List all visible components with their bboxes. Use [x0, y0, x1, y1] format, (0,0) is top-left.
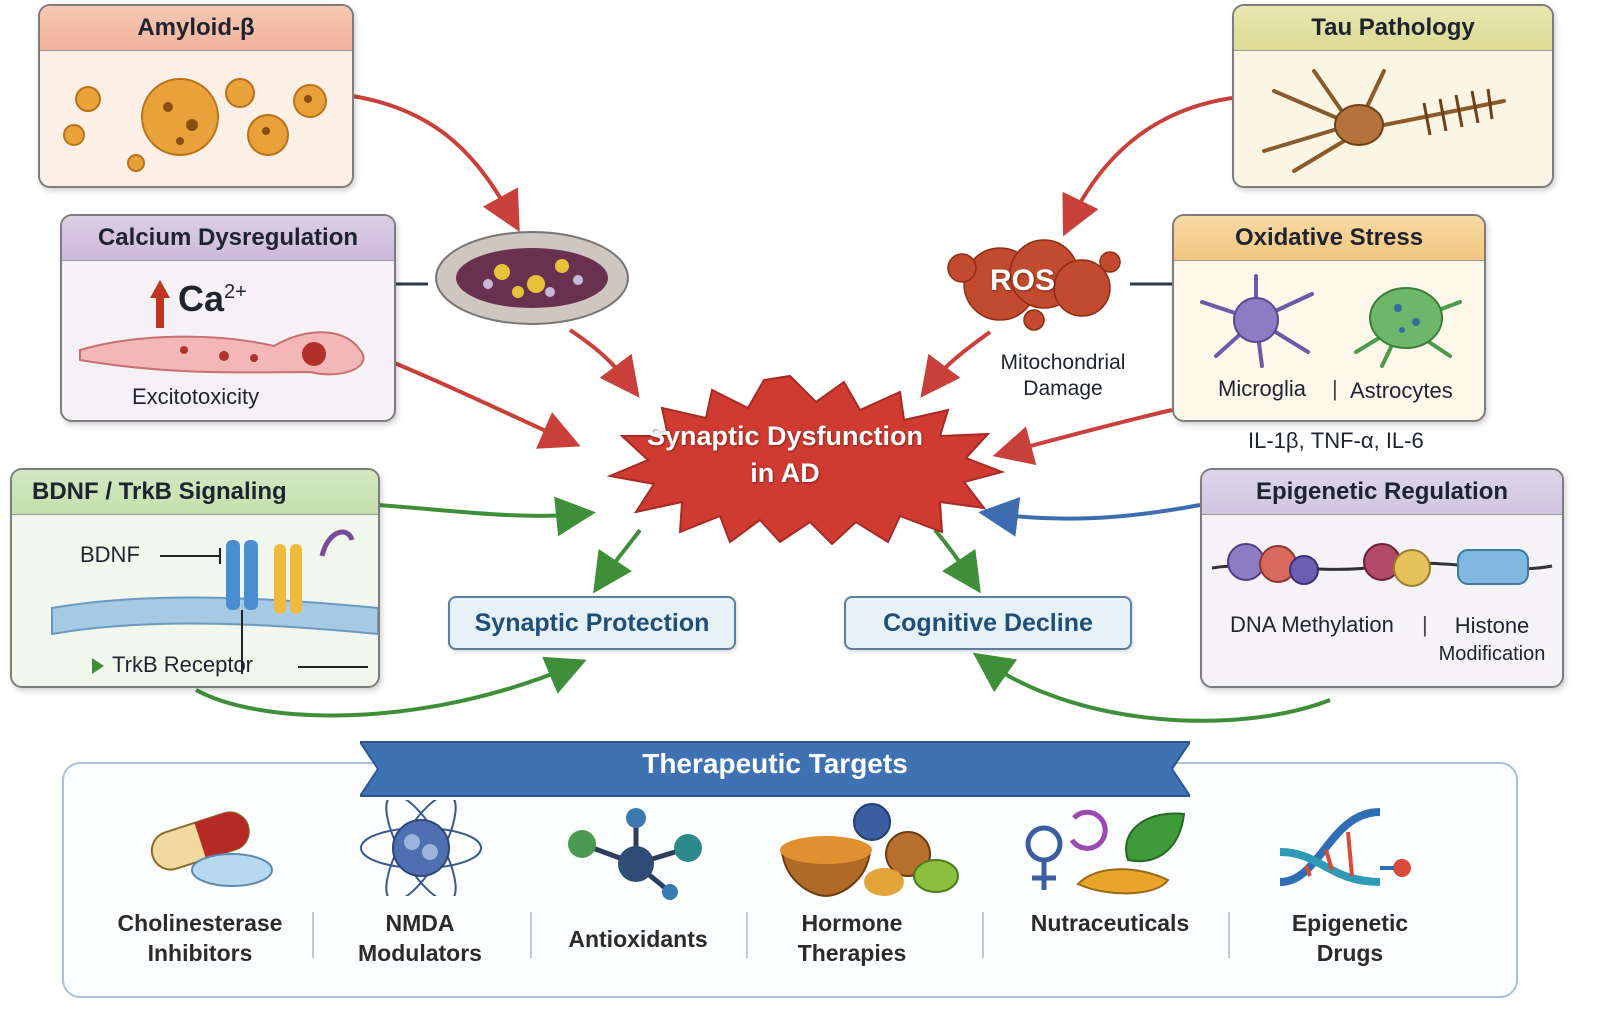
bdnf-card: BDNF / TrkB Signaling BDNF TrkB Receptor	[10, 468, 380, 688]
therapy-epigenetic-line2: Drugs	[1316, 940, 1384, 966]
up-arrow-icon	[150, 280, 170, 328]
astrocytes-label: Astrocytes	[1350, 378, 1453, 403]
ros-label: ROS	[990, 264, 1056, 297]
therapy-nmda-line1: NMDA	[385, 910, 455, 936]
tau-card: Tau Pathology	[1232, 4, 1554, 188]
therapeutic-banner	[360, 741, 1190, 797]
arrow-epigenetic-to-center	[978, 497, 1201, 537]
therapy-divider	[746, 912, 748, 958]
therapy-epigenetic-line1: Epigenetic	[1291, 910, 1409, 936]
pill-capsule-icon	[150, 811, 273, 887]
synaptic-protection-box: Synaptic Protection	[448, 596, 736, 650]
arrow-epigenetic-to-decline	[972, 652, 1331, 723]
play-marker-icon	[92, 658, 104, 674]
arrow-center-to-protection	[593, 528, 642, 594]
herbal-icon	[1025, 809, 1186, 895]
therapy-hormone-line2: Therapies	[797, 940, 907, 966]
therapy-nmda-line2: Modulators	[358, 940, 482, 966]
arrow-center-to-decline	[933, 528, 981, 594]
mito-label-line1: Mitochondrial	[1000, 351, 1126, 374]
therapeutic-banner-title: Therapeutic Targets	[642, 748, 908, 779]
therapy-divider	[530, 912, 532, 958]
epigenetic-card: Epigenetic Regulation DNA Methylation | …	[1200, 468, 1564, 688]
center-title-line1: Synaptic Dysfunction	[646, 421, 924, 451]
therapy-antioxidants: Antioxidants	[548, 924, 728, 954]
therapy-nmda: NMDA Modulators	[330, 908, 510, 968]
arrow-bdnf-to-center	[377, 496, 596, 537]
therapy-cholinesterase: Cholinesterase Inhibitors	[100, 908, 300, 968]
arrow-mito-to-center	[568, 328, 640, 398]
center-title: Synaptic Dysfunction in AD	[590, 418, 980, 492]
therapy-nutraceuticals: Nutraceuticals	[1010, 908, 1210, 938]
therapeutic-panel	[62, 762, 1518, 998]
therapy-hormone: Hormone Therapies	[762, 908, 942, 968]
calcium-card-title: Calcium Dysregulation	[62, 216, 394, 261]
amyloid-card-title: Amyloid-β	[40, 6, 352, 51]
therapy-divider	[312, 912, 314, 958]
astrocyte-icon	[1354, 287, 1462, 368]
arrow-calcium-to-center	[391, 360, 581, 449]
dna-icon	[1279, 808, 1411, 886]
atom-icon	[360, 800, 482, 896]
therapy-divider	[982, 912, 984, 958]
amyloid-card: Amyloid-β	[38, 4, 354, 188]
histone-line1: Histone	[1454, 613, 1530, 638]
microglia-icon	[1200, 274, 1314, 368]
arrow-ros-to-center	[920, 330, 992, 398]
arrow-oxidative-to-center	[992, 408, 1173, 466]
ros-cloud-icon	[947, 239, 1121, 331]
arrow-tau-to-ros	[1062, 96, 1233, 237]
bdnf-card-title: BDNF / TrkB Signaling	[12, 470, 378, 515]
therapy-cholinesterase-line2: Inhibitors	[147, 940, 253, 966]
epigenetic-card-title: Epigenetic Regulation	[1202, 470, 1562, 515]
amyloid-plaque-icon	[63, 78, 327, 172]
tau-neuron-icon	[1262, 69, 1506, 173]
calcium-ion: Ca2+	[178, 278, 247, 320]
histone-modification-label: Histone Modification	[1430, 612, 1554, 668]
dna-methylation-label: DNA Methylation	[1230, 612, 1394, 637]
histone-line2: Modification	[1438, 643, 1546, 665]
hormone-food-icon	[780, 803, 959, 898]
calcium-caption: Excitotoxicity	[132, 384, 260, 409]
trkb-receptor-label: TrkB Receptor	[112, 652, 254, 677]
calcium-card: Calcium Dysregulation Ca2+ Excitotoxicit…	[60, 214, 396, 422]
oxidative-separator: |	[1332, 376, 1338, 401]
therapy-nutraceuticals-line1: Nutraceuticals	[1030, 910, 1190, 936]
therapy-epigenetic: Epigenetic Drugs	[1260, 908, 1440, 968]
arrow-amyloid-to-mito	[351, 94, 520, 233]
bdnf-label: BDNF	[80, 542, 140, 567]
center-starburst	[606, 374, 1006, 546]
therapy-cholinesterase-line1: Cholinesterase	[117, 910, 283, 936]
calcium-ion-charge: 2+	[224, 281, 247, 303]
mitochondria-icon	[435, 231, 629, 325]
epigenetic-separator: |	[1422, 612, 1428, 637]
cytokines-label: IL-1β, TNF-α, IL-6	[1248, 428, 1424, 453]
mito-label-line2: Damage	[1023, 377, 1103, 400]
therapy-divider	[1228, 912, 1230, 958]
chromatin-icon	[1211, 543, 1553, 587]
therapy-hormone-line1: Hormone	[801, 910, 903, 936]
oxidative-card: Oxidative Stress Microglia | Astrocytes	[1172, 214, 1486, 422]
excitotoxic-neuron-icon	[79, 331, 365, 376]
tau-card-title: Tau Pathology	[1234, 6, 1552, 51]
arrow-bdnf-to-protection	[195, 656, 587, 718]
cognitive-decline-box: Cognitive Decline	[844, 596, 1132, 650]
calcium-ion-symbol: Ca	[178, 278, 225, 319]
mitochondrial-damage-label: Mitochondrial Damage	[978, 350, 1148, 402]
membrane-receptor-icon	[51, 529, 378, 674]
oxidative-card-title: Oxidative Stress	[1174, 216, 1484, 261]
center-title-line2: in AD	[750, 458, 820, 488]
trkb-leader-line	[298, 666, 368, 668]
molecule-icon	[568, 808, 702, 900]
therapy-antioxidants-line1: Antioxidants	[568, 926, 708, 952]
microglia-label: Microglia	[1218, 376, 1307, 401]
